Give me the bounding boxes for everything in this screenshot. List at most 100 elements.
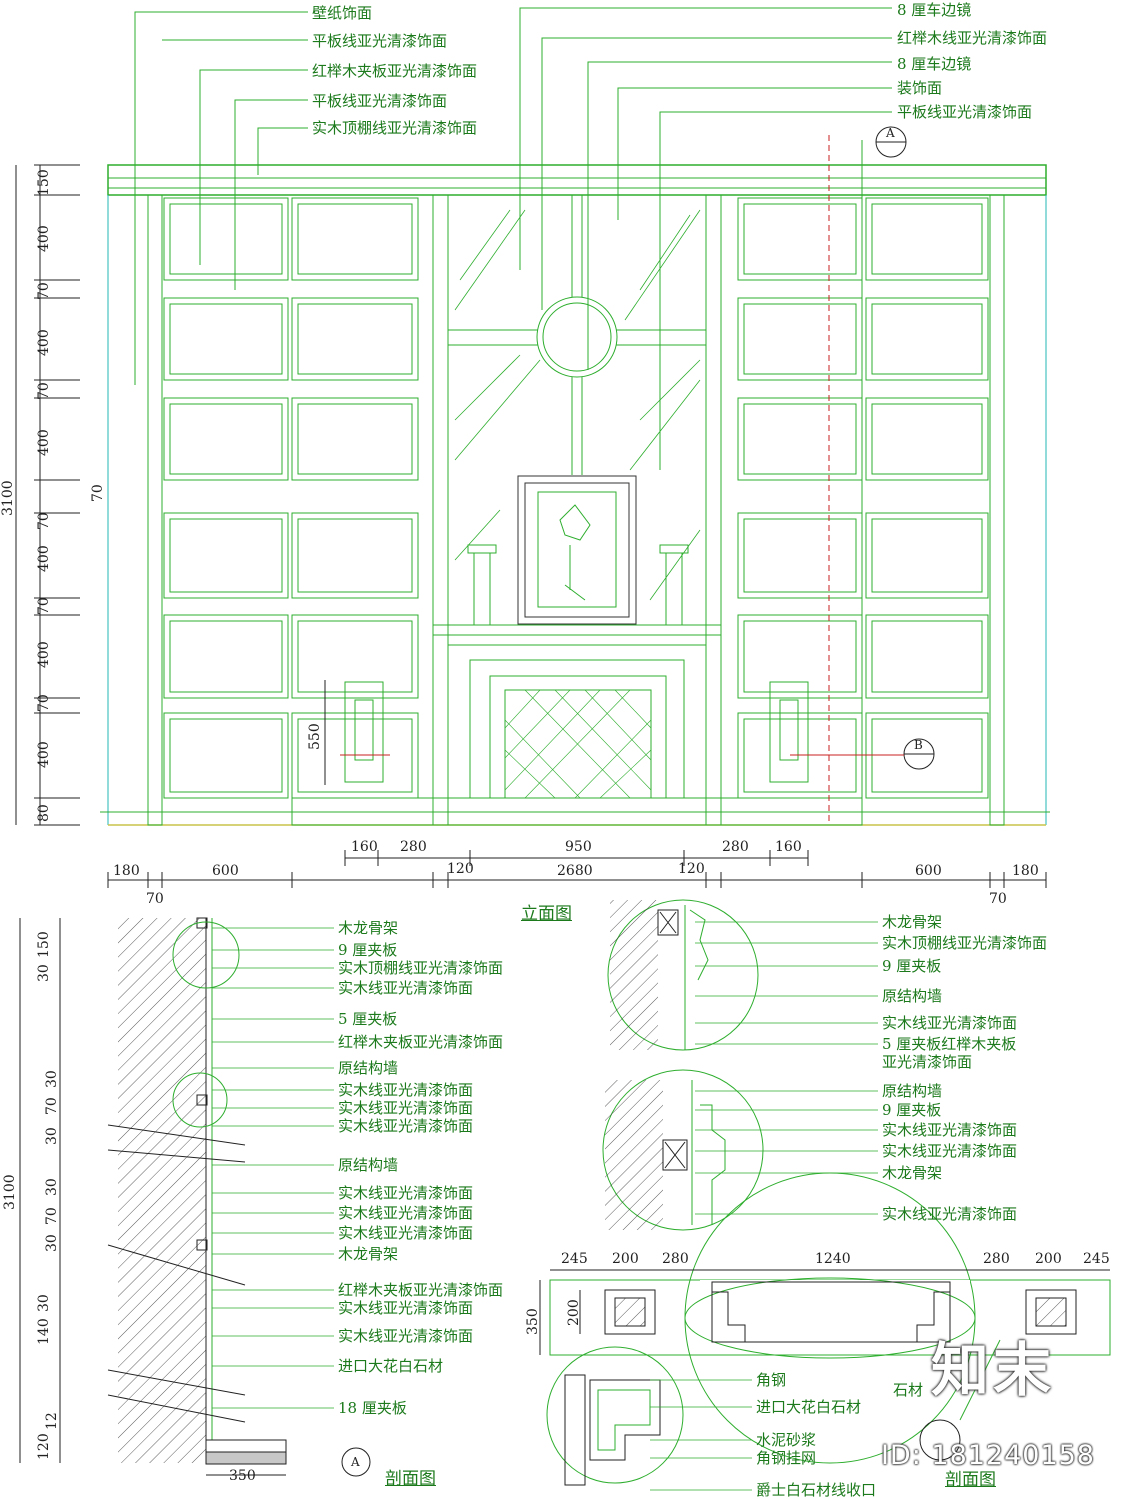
sec-label-13: 实木线亚光清漆饰面 — [338, 1224, 474, 1242]
panel-inset — [743, 303, 857, 375]
detail-mid-label-1: 9 厘夹板 — [882, 1101, 942, 1119]
plan-hdim-1240: 1240 — [815, 1251, 851, 1267]
panel-frame — [865, 512, 989, 599]
elev-vdim-70c: 70 — [36, 512, 52, 530]
panel-frame — [737, 197, 863, 281]
elev-label-flat-trim-2: 平板线亚光清漆饰面 — [312, 92, 448, 110]
panel-inset — [297, 518, 413, 593]
sec-label-0: 木龙骨架 — [338, 919, 399, 937]
elev-hdim-600b: 600 — [915, 863, 942, 879]
sec-vdim-70a: 70 — [44, 1097, 60, 1115]
elev-label-wallpaper: 壁纸饰面 — [312, 4, 373, 22]
panel-frame — [291, 512, 419, 599]
sec-label-8: 实木线亚光清漆饰面 — [338, 1099, 474, 1117]
panel-inset — [871, 518, 983, 593]
elev-label-ceiling-trim: 实木顶棚线亚光清漆饰面 — [312, 119, 478, 137]
plan-hdim-280b: 280 — [983, 1251, 1010, 1267]
section-drawing — [19, 917, 371, 1477]
panel-frame — [163, 397, 289, 481]
plan-hdim-245b: 245 — [1083, 1251, 1110, 1267]
detail-mid-label-5: 实木线亚光清漆饰面 — [882, 1205, 1018, 1223]
panel-inset — [743, 620, 857, 693]
sec-label-17: 实木线亚光清漆饰面 — [338, 1327, 474, 1345]
elev-hdim-180a: 180 — [113, 863, 140, 879]
panel-inset — [297, 303, 413, 375]
panel-inset — [297, 620, 413, 693]
panel-inset — [743, 403, 857, 475]
panel-frame — [291, 197, 419, 281]
sec-vdim-30c: 30 — [44, 1127, 60, 1145]
sec-label-16: 实木线亚光清漆饰面 — [338, 1299, 474, 1317]
plan-label-marble: 进口大花白石材 — [756, 1398, 862, 1416]
panel-inset — [871, 303, 983, 375]
sec-label-6: 原结构墙 — [338, 1059, 399, 1077]
panel-inset — [169, 518, 283, 593]
sec-vdim-150: 150 — [36, 931, 52, 958]
plan-hdim-200a: 200 — [612, 1251, 639, 1267]
detail-top-label-4: 实木线亚光清漆饰面 — [882, 1014, 1018, 1032]
elev-vdim-mid-70: 70 — [90, 484, 106, 502]
sec-label-18: 进口大花白石材 — [338, 1357, 444, 1375]
detail-mid-label-3: 实木线亚光清漆饰面 — [882, 1142, 1018, 1160]
elev-vdim-70d: 70 — [36, 597, 52, 615]
elev-vdim-400c: 400 — [36, 429, 52, 456]
sec-label-1: 9 厘夹板 — [338, 941, 398, 959]
plan-hdim-200b: 200 — [1035, 1251, 1062, 1267]
panel-frame — [291, 614, 419, 699]
panel-inset — [169, 203, 283, 275]
panel-inset — [743, 203, 857, 275]
plan-label-jazz-white-trim: 爵士白石材线收口 — [756, 1481, 877, 1499]
sec-label-11: 实木线亚光清漆饰面 — [338, 1184, 474, 1202]
plan-hdim-245a: 245 — [561, 1251, 588, 1267]
sec-label-15: 红榉木夹板亚光清漆饰面 — [338, 1281, 504, 1299]
panel-inset — [169, 718, 283, 793]
elev-label-beech-ply: 红榉木夹板亚光清漆饰面 — [312, 62, 478, 80]
section-marker-b: B — [914, 738, 923, 752]
sec-label-4: 5 厘夹板 — [338, 1010, 398, 1028]
sec-vdim-30b: 30 — [44, 1070, 60, 1088]
panel-frame — [865, 614, 989, 699]
panel-inset — [871, 403, 983, 475]
plan-label-angle-steel: 角钢 — [756, 1371, 787, 1389]
plan-label-steel-mesh: 角钢挂网 — [756, 1449, 817, 1467]
elev-hdim-280a: 280 — [400, 839, 427, 855]
plan-title: 剖面图 — [945, 1470, 996, 1490]
sec-label-14: 木龙骨架 — [338, 1245, 399, 1263]
elev-vdim-550: 550 — [307, 723, 323, 750]
panel-frame — [291, 297, 419, 381]
plan-label-stone: 石材 — [893, 1381, 924, 1399]
sec-vdim-30f: 30 — [36, 1294, 52, 1312]
sec-label-9: 实木线亚光清漆饰面 — [338, 1117, 474, 1135]
sec-vdim-12: 12 — [44, 1412, 60, 1430]
detail-top-label-0: 木龙骨架 — [882, 913, 943, 931]
plan-hdim-280a: 280 — [662, 1251, 689, 1267]
detail-top-label-5: 5 厘夹板红榉木夹板 — [882, 1035, 1017, 1053]
panel-inset — [871, 620, 983, 693]
panel-frame — [163, 712, 289, 799]
panel-frame — [291, 397, 419, 481]
plan-label-mortar: 水泥砂浆 — [756, 1431, 817, 1449]
detail-mid-label-0: 原结构墙 — [882, 1082, 943, 1100]
elev-label-decor: 装饰面 — [897, 79, 943, 97]
sec-label-12: 实木线亚光清漆饰面 — [338, 1204, 474, 1222]
elev-vdim-400b: 400 — [36, 329, 52, 356]
panel-inset — [297, 403, 413, 475]
sec-marker-a: A — [351, 1455, 360, 1469]
sec-vdim-140: 140 — [36, 1318, 52, 1345]
plan-vdim-350: 350 — [525, 1308, 541, 1335]
section-marker-a: A — [886, 126, 895, 140]
panel-inset — [169, 303, 283, 375]
sec-label-7: 实木线亚光清漆饰面 — [338, 1081, 474, 1099]
panel-inset — [743, 518, 857, 593]
panel-frame — [163, 297, 289, 381]
sec-hdim-350: 350 — [229, 1468, 256, 1484]
elev-hdim-950: 950 — [565, 839, 592, 855]
elev-vdim-total: 3100 — [0, 480, 16, 516]
detail-drawings — [602, 899, 878, 1231]
sec-label-2: 实木顶棚线亚光清漆饰面 — [338, 959, 504, 977]
sec-label-10: 原结构墙 — [338, 1156, 399, 1174]
panel-frame — [865, 397, 989, 481]
elev-vdim-400e: 400 — [36, 641, 52, 668]
sec-vdim-70b: 70 — [44, 1207, 60, 1225]
